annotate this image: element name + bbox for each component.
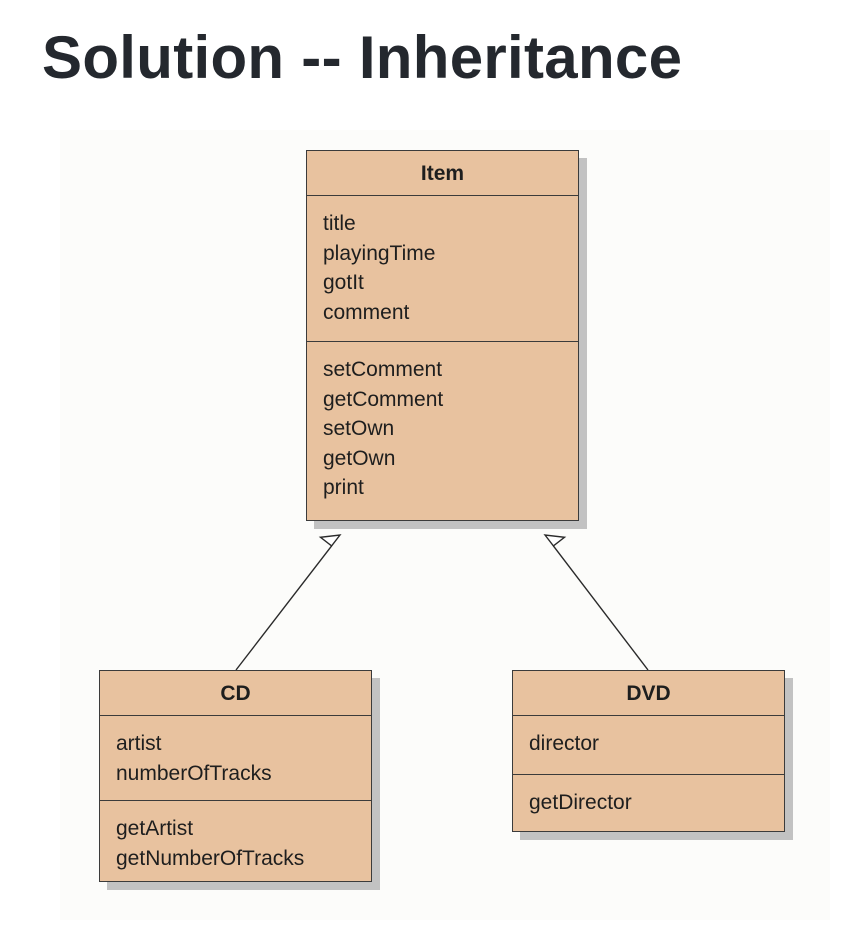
class-dvd: DVD director getDirector — [512, 670, 785, 832]
attribute: title — [323, 212, 356, 235]
method: getArtist — [116, 817, 194, 840]
class-item: Item title playingTime gotIt comment set… — [306, 150, 579, 521]
method: setComment — [323, 358, 443, 381]
method: print — [323, 476, 364, 499]
method: getDirector — [529, 791, 632, 814]
class-methods-item: setComment getComment setOwn getOwn prin… — [307, 341, 578, 513]
method: getNumberOfTracks — [116, 846, 305, 870]
class-name-dvd: DVD — [513, 671, 784, 716]
method: getComment — [323, 387, 444, 411]
method: setOwn — [323, 417, 395, 440]
class-name-cd: CD — [100, 671, 371, 716]
method: getOwn — [323, 446, 396, 470]
class-attributes-cd: artist numberOfTracks — [100, 716, 371, 800]
class-methods-cd: getArtist getNumberOfTracks — [100, 800, 371, 883]
class-attributes-item: title playingTime gotIt comment — [307, 196, 578, 341]
attribute: comment — [323, 300, 410, 324]
attribute: numberOfTracks — [116, 761, 272, 785]
class-attributes-dvd: director — [513, 716, 784, 774]
attribute: gotIt — [323, 271, 364, 294]
class-name-item: Item — [307, 151, 578, 196]
attribute: playingTime — [323, 241, 436, 265]
attribute: director — [529, 732, 600, 755]
class-methods-dvd: getDirector — [513, 774, 784, 828]
class-cd: CD artist numberOfTracks getArtist getNu… — [99, 670, 372, 882]
attribute: artist — [116, 732, 162, 755]
page-title: Solution -- Inheritance — [42, 24, 683, 91]
